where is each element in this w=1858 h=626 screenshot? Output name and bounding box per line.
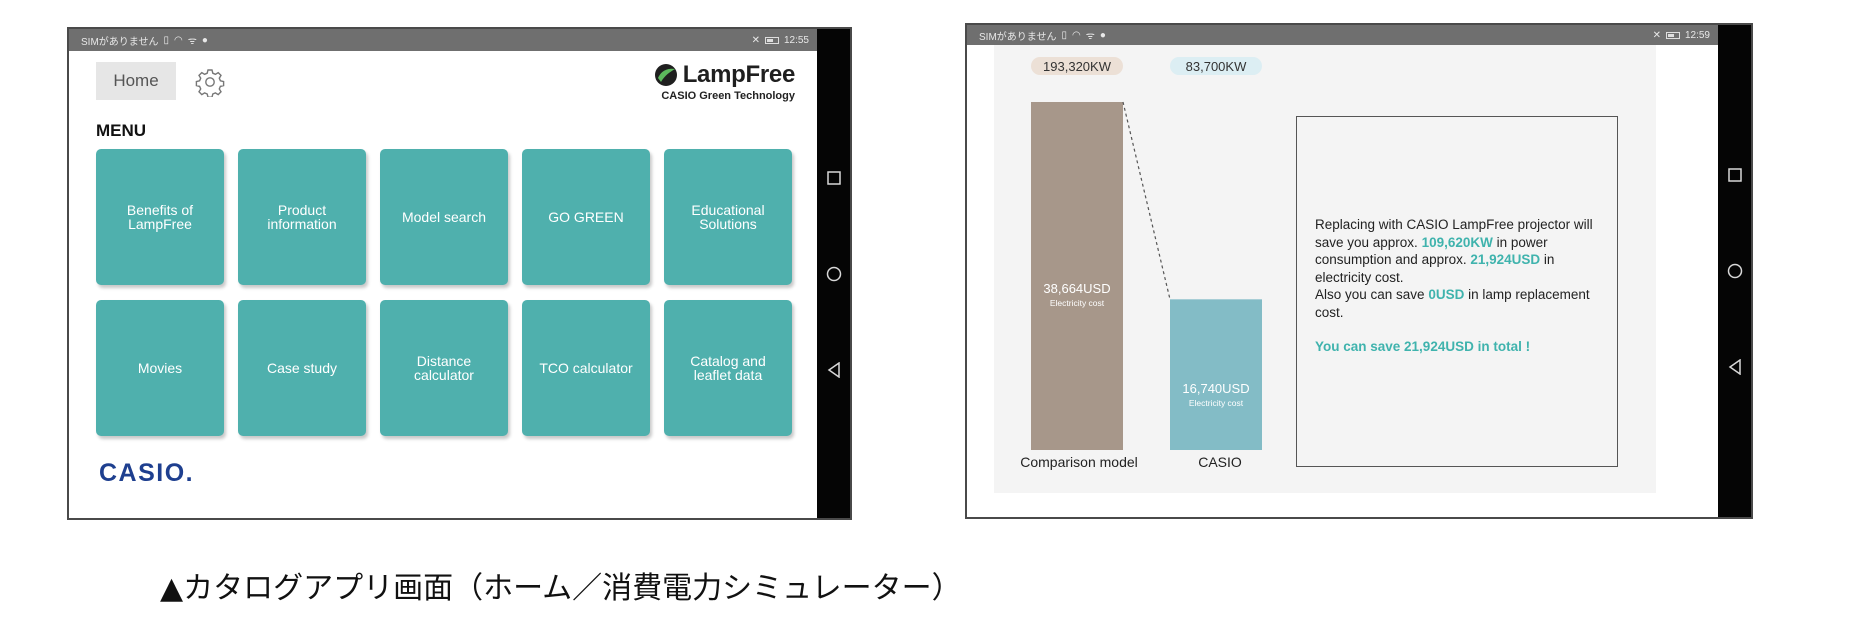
tile-case-study[interactable]: Case study [238, 300, 366, 436]
message-text: Also you can save [1315, 287, 1429, 302]
menu-grid: Benefits of LampFree Product information… [96, 149, 792, 436]
message-text: in power consumption and approx. [1315, 234, 1548, 268]
figure-caption: ▲カタログアプリ画面（ホーム／消費電力シミュレーター） [160, 571, 962, 606]
home-content: Home LampFree CASIO Green Technology MEN… [69, 51, 819, 518]
message-text: Replacing with CASIO LampFree projector … [1315, 217, 1593, 250]
notification-dot-icon: ● [1099, 29, 1106, 41]
power-saving-value: 109,620KW [1421, 234, 1493, 250]
back-icon[interactable] [1726, 358, 1744, 376]
mute-icon: ✕ [751, 34, 760, 46]
battery-icon [1665, 31, 1680, 39]
message-text: in lamp replacement cost. [1315, 287, 1590, 320]
simulator-panel: 193,320KW 83,700KW 38,664USD Electricity … [994, 45, 1656, 493]
carrier-text: SIMがありません [979, 31, 1057, 43]
menu-title: MENU [96, 121, 147, 140]
message-text: in electricity cost. [1315, 252, 1555, 285]
comparison-connector-line [1122, 101, 1171, 300]
home-screen-tablet: SIMがありません ▯ ◠ ᯤ ● ✕ 12:55 Home [67, 27, 852, 520]
category-label-comparison: Comparison model [1020, 454, 1138, 470]
home-nav-icon[interactable] [1726, 262, 1744, 280]
wifi-icon: ◠ [174, 34, 183, 46]
android-nav-bar [1718, 25, 1751, 517]
tile-product-information[interactable]: Product information [238, 149, 366, 285]
gear-icon[interactable] [195, 67, 225, 97]
simulator-screen-tablet: SIMがありません ▯ ◠ ᯤ ● ✕ 12:59 193,320KW 83,7… [965, 23, 1753, 519]
recents-icon[interactable] [825, 169, 843, 187]
tile-distance-calculator[interactable]: Distance calculator [380, 300, 508, 436]
mute-icon: ✕ [1652, 29, 1661, 41]
bar-casio [1170, 299, 1262, 450]
signal-icon: ᯤ [1085, 31, 1095, 42]
brand-subtitle: CASIO Green Technology [661, 90, 795, 102]
sim-icon: ▯ [163, 34, 169, 46]
brand-name: LampFree [682, 61, 796, 88]
savings-message-box: Replacing with CASIO LampFree projector … [1296, 116, 1618, 467]
bar-comparison [1031, 102, 1123, 450]
android-nav-bar [817, 29, 850, 518]
category-label-casio: CASIO [1198, 454, 1242, 470]
back-icon[interactable] [825, 361, 843, 379]
home-button[interactable]: Home [96, 62, 176, 100]
clock-text: 12:55 [783, 34, 809, 46]
tile-benefits[interactable]: Benefits of LampFree [96, 149, 224, 285]
total-saving-text: You can save 21,924USD in total ! [1315, 339, 1531, 354]
tile-model-search[interactable]: Model search [380, 149, 508, 285]
simulator-content: 193,320KW 83,700KW 38,664USD Electricity … [967, 45, 1720, 517]
comparison-power-label: 193,320KW [1031, 57, 1123, 75]
home-nav-icon[interactable] [825, 265, 843, 283]
recents-icon[interactable] [1726, 166, 1744, 184]
notification-dot-icon: ● [201, 34, 208, 46]
tile-movies[interactable]: Movies [96, 300, 224, 436]
lampfree-logo-icon [654, 64, 677, 86]
cost-comparison-chart: 38,664USD Electricity cost 16,740USD Electr… [1031, 101, 1262, 450]
bar-sub-label: Electricity cost [1189, 398, 1244, 408]
tile-go-green[interactable]: GO GREEN [522, 149, 650, 285]
tile-educational-solutions[interactable]: Educational Solutions [664, 149, 792, 285]
status-bar: SIMがありません ▯ ◠ ᯤ ● ✕ 12:59 [967, 25, 1720, 45]
battery-icon [764, 36, 779, 44]
bar-value-label: 38,664USD [1043, 281, 1110, 296]
tile-tco-calculator[interactable]: TCO calculator [522, 300, 650, 436]
savings-message: Replacing with CASIO LampFree projector … [1315, 216, 1599, 321]
cost-saving-value: 21,924USD [1470, 252, 1541, 267]
lampfree-brand: LampFree CASIO Green Technology [654, 61, 795, 102]
clock-text: 12:59 [1684, 29, 1710, 41]
tile-catalog-leaflet[interactable]: Catalog and leaflet data [664, 300, 792, 436]
wifi-icon: ◠ [1072, 29, 1081, 41]
casio-power-label: 83,700KW [1170, 57, 1262, 75]
carrier-text: SIMがありません [81, 36, 159, 48]
lamp-saving-value: 0USD [1428, 287, 1465, 302]
bar-value-label: 16,740USD [1182, 381, 1249, 396]
status-bar: SIMがありません ▯ ◠ ᯤ ● ✕ 12:55 [69, 29, 819, 51]
sim-icon: ▯ [1061, 29, 1067, 41]
bar-sub-label: Electricity cost [1050, 298, 1105, 308]
casio-logo: CASIO. [99, 459, 195, 487]
signal-icon: ᯤ [187, 36, 197, 47]
